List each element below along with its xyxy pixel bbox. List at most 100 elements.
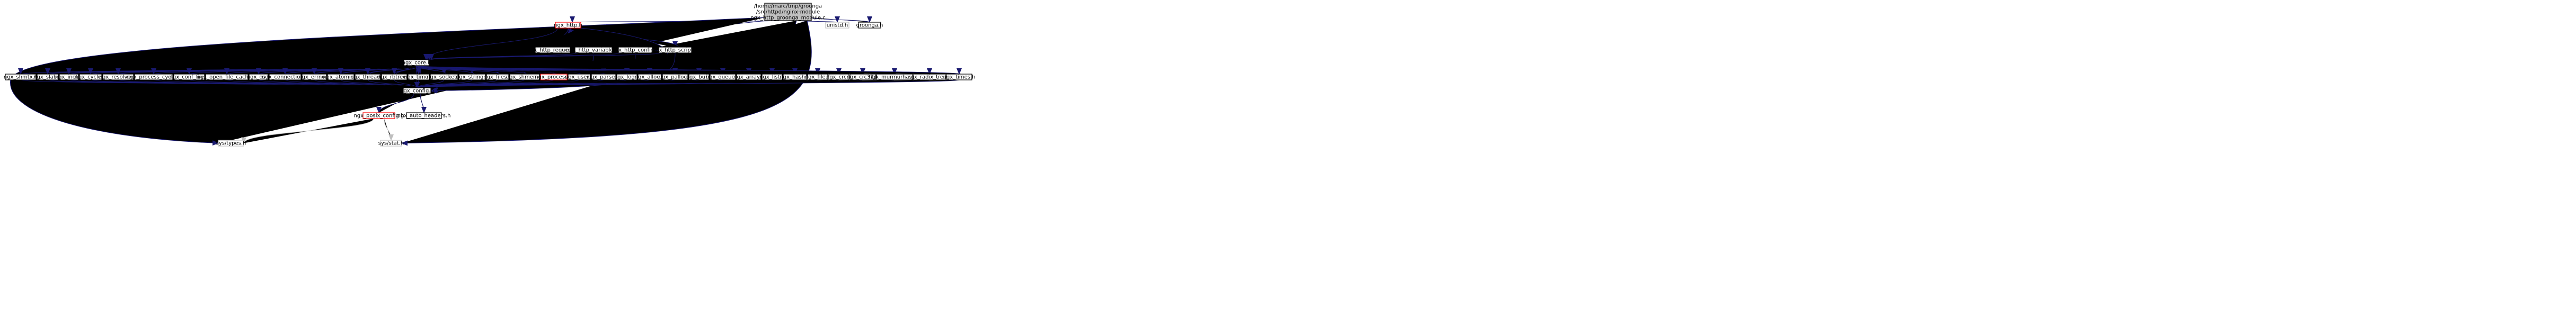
node-label: ngx_http_request.h bbox=[527, 48, 579, 53]
node-label: ngx_inet.h bbox=[55, 75, 83, 80]
node-label: ngx_buf.h bbox=[686, 75, 712, 80]
node-label: ngx_thread.h bbox=[350, 75, 385, 80]
include-edge bbox=[241, 118, 374, 144]
node-label: ngx_http_script.h bbox=[652, 48, 698, 53]
node-box bbox=[736, 74, 762, 80]
node-ngx-shmtx[interactable]: ngx_shmtx.h bbox=[4, 74, 38, 80]
node-label: ngx_log.h bbox=[614, 75, 640, 80]
include-edge bbox=[384, 118, 394, 141]
node-box bbox=[458, 74, 486, 80]
node-ngx-http-script[interactable]: ngx_http_script.h bbox=[652, 47, 698, 53]
node-label: ngx_array.h bbox=[733, 75, 764, 80]
node-label: ngx_cycle.h bbox=[75, 75, 107, 80]
node-label: /src/httpd/nginx-module bbox=[756, 10, 820, 15]
node-box bbox=[638, 74, 662, 80]
node-groonga[interactable]: groonga.h bbox=[856, 22, 883, 29]
node-label: ngx_http_variables.h bbox=[566, 48, 621, 53]
node-ngx-shmem[interactable]: ngx_shmem.h bbox=[506, 74, 543, 80]
node-ngx-atomic[interactable]: ngx_atomic.h bbox=[323, 74, 359, 80]
node-ngx-alloc[interactable]: ngx_alloc.h bbox=[635, 74, 665, 80]
node-box bbox=[807, 74, 828, 80]
node-ngx-process[interactable]: ngx_process.h bbox=[535, 74, 573, 80]
node-label: ngx_hash.h bbox=[780, 75, 810, 80]
node-ngx-auto-headers[interactable]: ngx_auto_headers.h bbox=[397, 112, 451, 119]
node-label: ngx_http_groonga_module.c bbox=[750, 15, 826, 21]
include-edge bbox=[376, 93, 414, 113]
include-edge bbox=[429, 52, 662, 60]
node-ngx-crc[interactable]: ngx_crc.h bbox=[826, 74, 852, 80]
node-ngx-socket[interactable]: ngx_socket.h bbox=[427, 74, 462, 80]
node-ngx-config[interactable]: ngx_config.h bbox=[400, 87, 434, 94]
node-box bbox=[79, 74, 102, 80]
node-ngx-thread[interactable]: ngx_thread.h bbox=[350, 74, 385, 80]
node-layer: /home/marc/tmp/groonga/src/httpd/nginx-m… bbox=[4, 3, 976, 147]
node-label: ngx_atomic.h bbox=[323, 75, 358, 80]
node-ngx-list[interactable]: ngx_list.h bbox=[759, 74, 785, 80]
node-ngx-errno[interactable]: ngx_errno.h bbox=[298, 74, 330, 80]
node-label: ngx_http.h bbox=[554, 23, 582, 29]
node-label: ngx_auto_headers.h bbox=[397, 113, 450, 119]
node-ngx-posix-config[interactable]: ngx_posix_config.h bbox=[353, 112, 404, 119]
node-ngx-inet[interactable]: ngx_inet.h bbox=[55, 74, 83, 80]
include-edge bbox=[417, 65, 962, 75]
node-ngx-radix-tree[interactable]: ngx_radix_tree.h bbox=[907, 74, 952, 80]
node-ngx-slab[interactable]: ngx_slab.h bbox=[33, 74, 62, 80]
node-ngx-parse[interactable]: ngx_parse.h bbox=[587, 74, 620, 80]
node-label: ngx_process_cycle.h bbox=[127, 75, 181, 80]
node-box bbox=[205, 74, 249, 80]
node-box bbox=[380, 140, 402, 147]
node-ngx-http-request[interactable]: ngx_http_request.h bbox=[527, 47, 579, 53]
node-ngx-rbtree[interactable]: ngx_rbtree.h bbox=[377, 74, 411, 80]
node-ngx-hash[interactable]: ngx_hash.h bbox=[780, 74, 810, 80]
node-label: ngx_config.h bbox=[400, 88, 434, 94]
include-edge bbox=[420, 93, 427, 113]
node-ngx-queue[interactable]: ngx_queue.h bbox=[706, 74, 740, 80]
node-label: ngx_core.h bbox=[402, 60, 431, 66]
node-ngx-murmurhash[interactable]: ngx_murmurhash.h bbox=[869, 74, 920, 80]
node-ngx-log[interactable]: ngx_log.h bbox=[614, 74, 640, 80]
node-box bbox=[825, 22, 849, 29]
node-ngx-core[interactable]: ngx_core.h bbox=[402, 59, 431, 66]
node-ngx-crc32[interactable]: ngx_crc32.h bbox=[847, 74, 879, 80]
node-box bbox=[362, 112, 395, 119]
node-ngx-resolver[interactable]: ngx_resolver.h bbox=[99, 74, 138, 80]
node-ngx-buf[interactable]: ngx_buf.h bbox=[686, 74, 712, 80]
node-ngx-os[interactable]: ngx_os.h bbox=[247, 74, 270, 80]
node-box bbox=[218, 140, 244, 147]
node-sys-types: sys/types.h bbox=[216, 140, 246, 147]
node-label: ngx_errno.h bbox=[298, 75, 330, 80]
node-ngx-user[interactable]: ngx_user.h bbox=[565, 74, 594, 80]
node-ngx-times[interactable]: ngx_times.h bbox=[943, 74, 976, 80]
node-ngx-http-groonga-module[interactable]: /home/marc/tmp/groonga/src/httpd/nginx-m… bbox=[750, 3, 826, 21]
node-box bbox=[102, 74, 134, 80]
node-ngx-http-variables[interactable]: ngx_http_variables.h bbox=[566, 47, 621, 53]
node-box bbox=[568, 74, 591, 80]
node-ngx-open-file-cache[interactable]: ngx_open_file_cache.h bbox=[197, 74, 257, 80]
node-label: ngx_time.h bbox=[404, 75, 433, 80]
node-label: ngx_crc32.h bbox=[847, 75, 879, 80]
node-label: ngx_connection.h bbox=[262, 75, 308, 80]
node-label: ngx_string.h bbox=[456, 75, 489, 80]
node-ngx-file[interactable]: ngx_file.h bbox=[805, 74, 830, 80]
node-box bbox=[858, 22, 881, 29]
node-ngx-array[interactable]: ngx_array.h bbox=[733, 74, 764, 80]
node-box bbox=[302, 74, 327, 80]
node-label: sys/types.h bbox=[216, 141, 246, 147]
node-ngx-palloc[interactable]: ngx_palloc.h bbox=[659, 74, 692, 80]
node-ngx-process-cycle[interactable]: ngx_process_cycle.h bbox=[127, 74, 181, 80]
node-ngx-string[interactable]: ngx_string.h bbox=[456, 74, 489, 80]
node-box bbox=[688, 74, 710, 80]
node-label: ngx_alloc.h bbox=[635, 75, 665, 80]
node-ngx-connection[interactable]: ngx_connection.h bbox=[262, 74, 308, 80]
node-ngx-cycle[interactable]: ngx_cycle.h bbox=[75, 74, 107, 80]
node-ngx-files[interactable]: ngx_files.h bbox=[483, 74, 512, 80]
node-box bbox=[849, 74, 876, 80]
node-label: ngx_murmurhash.h bbox=[869, 75, 920, 80]
node-ngx-conf-file[interactable]: ngx_conf_file.h bbox=[170, 74, 209, 80]
node-ngx-http[interactable]: ngx_http.h bbox=[554, 22, 582, 29]
node-ngx-time[interactable]: ngx_time.h bbox=[404, 74, 433, 80]
node-label: ngx_parse.h bbox=[587, 75, 619, 80]
node-ngx-http-config[interactable]: ngx_http_config.h bbox=[612, 47, 659, 53]
node-label: ngx_socket.h bbox=[427, 75, 461, 80]
node-box bbox=[574, 47, 613, 53]
